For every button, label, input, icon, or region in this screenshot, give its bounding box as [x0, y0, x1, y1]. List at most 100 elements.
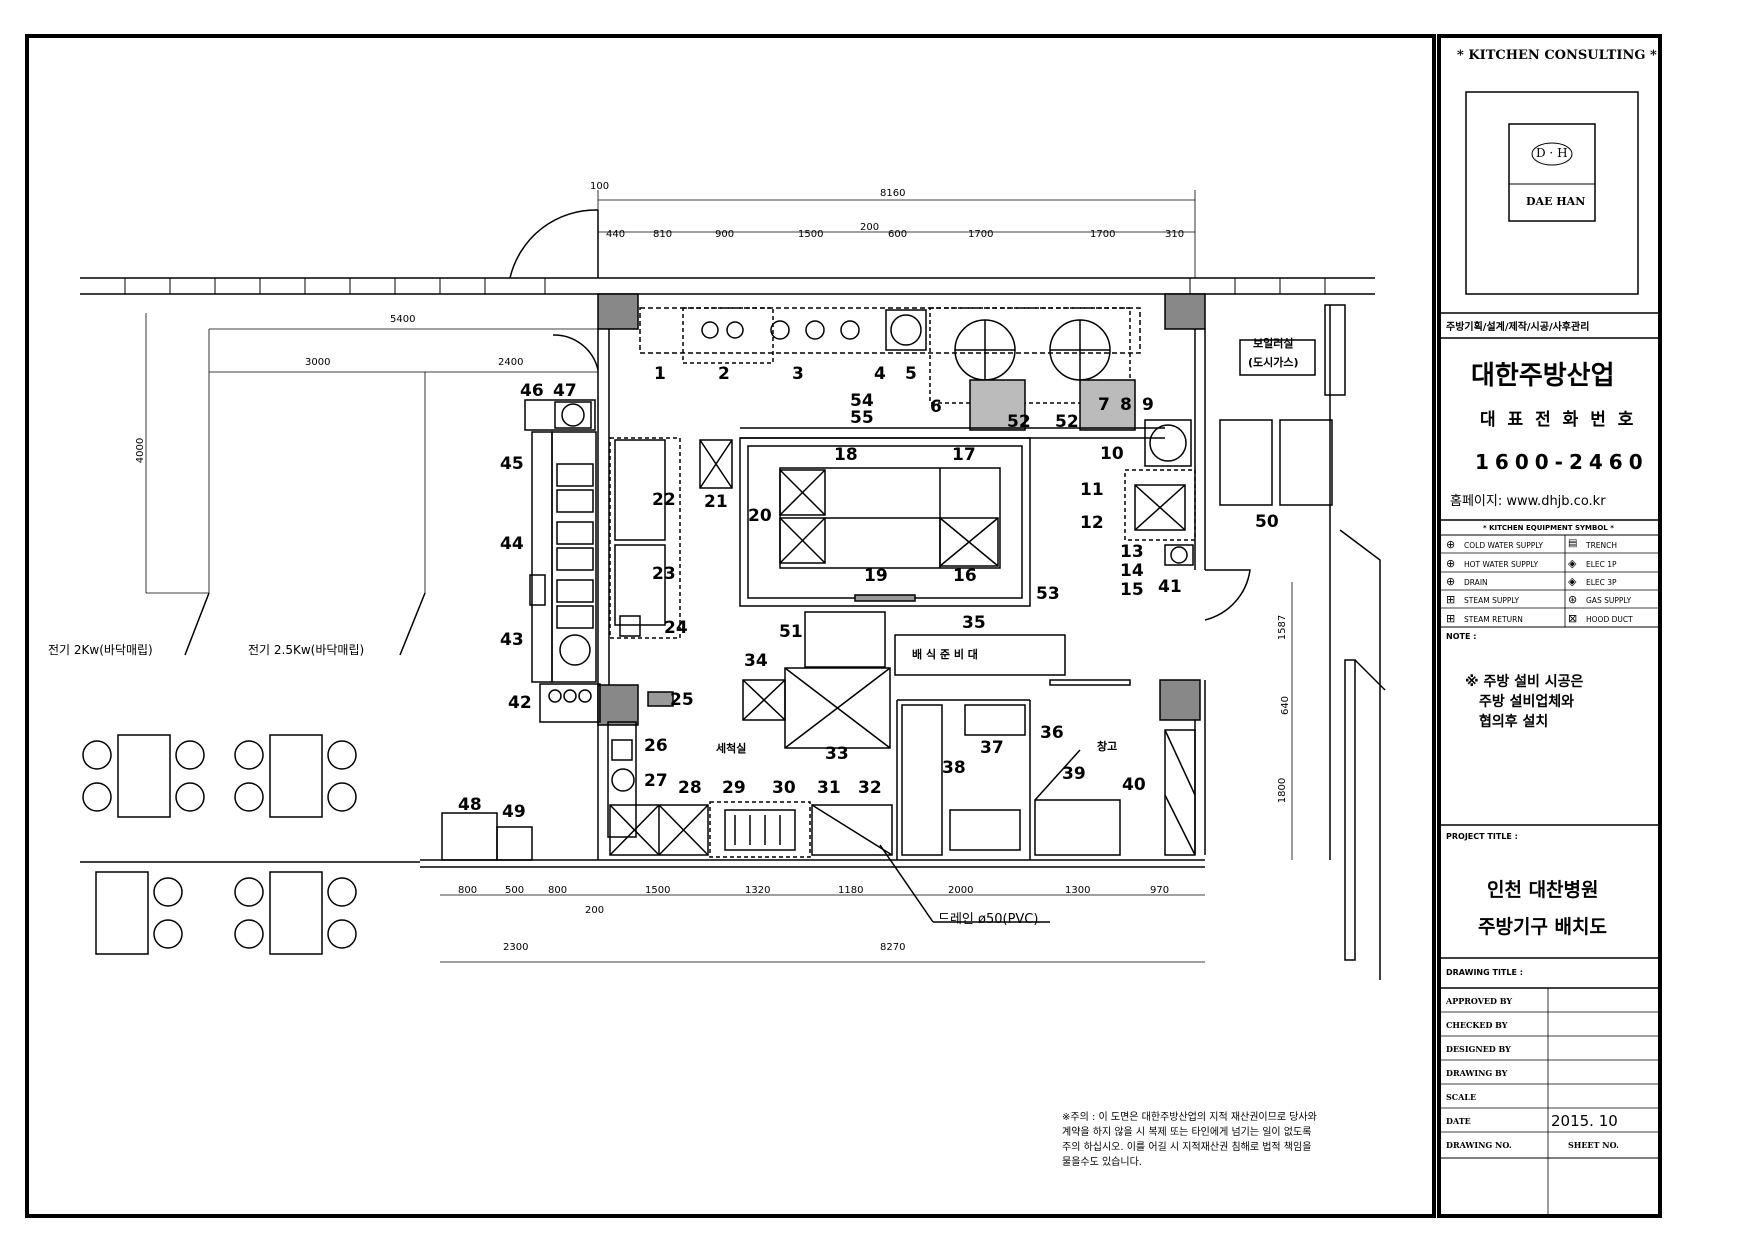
phone-label: 대 표 전 화 번 호: [1480, 410, 1637, 430]
dim-label: 4000: [135, 437, 147, 464]
symbol-label: HOT WATER SUPPLY: [1464, 560, 1539, 569]
dim-label: 800: [458, 885, 478, 896]
scale-label: SCALE: [1446, 1092, 1477, 1102]
dim-label: 1180: [838, 885, 864, 896]
dim-label: 200: [585, 905, 605, 916]
item-number: 4: [874, 364, 886, 384]
note-line: ※ 주방 설비 시공은: [1465, 674, 1584, 690]
notice-line: 주의 하십시오. 이를 어길 시 지적재산권 침해로 법적 책임을: [1062, 1142, 1312, 1153]
symbol-label: DRAIN: [1464, 578, 1488, 587]
item-number: 55: [850, 408, 874, 428]
trench-icon: ▤: [1568, 538, 1578, 549]
storage-label: 창고: [1097, 740, 1118, 753]
cross-circle-icon: ⊕: [1446, 538, 1456, 551]
dim-label: 8270: [880, 942, 906, 953]
approved-by-label: APPROVED BY: [1446, 996, 1513, 1006]
item-number: 32: [858, 778, 882, 798]
checked-by-label: CHECKED BY: [1446, 1020, 1508, 1030]
dim-label: 5400: [390, 314, 416, 325]
drawing-title-label: DRAWING TITLE :: [1446, 968, 1523, 977]
dim-label: 2300: [503, 942, 529, 953]
item-number: 27: [644, 771, 668, 791]
item-number: 31: [817, 778, 841, 798]
item-number: 21: [704, 492, 728, 512]
item-number: 7: [1098, 395, 1110, 415]
item-number: 15: [1120, 580, 1144, 600]
item-number: 24: [664, 618, 688, 638]
item-number: 20: [748, 506, 772, 526]
item-number: 30: [772, 778, 796, 798]
dim-label: 810: [653, 229, 673, 240]
item-number: 45: [500, 454, 524, 474]
note-label: NOTE :: [1446, 632, 1477, 641]
notice-line: 계약을 하지 않을 시 복제 또는 타인에게 넘기는 일이 없도록: [1062, 1127, 1312, 1138]
dim-label: 1500: [798, 229, 824, 240]
item-number: 14: [1120, 561, 1144, 581]
notice-line: ※주의 : 이 도면은 대한주방산업의 지적 재산권이므로 당사와: [1062, 1112, 1317, 1123]
square-cross-icon: ⊞: [1446, 593, 1456, 606]
item-number: 22: [652, 490, 676, 510]
item-number: 26: [644, 736, 668, 756]
item-number: 38: [942, 758, 966, 778]
cross-circle-icon: ⊕: [1446, 557, 1456, 570]
notice-line: 물을수도 있습니다.: [1062, 1157, 1142, 1168]
cross-circle-icon: ⊕: [1446, 575, 1456, 588]
box-x-icon: ⊠: [1568, 612, 1578, 625]
item-number: 19: [864, 566, 888, 586]
item-number: 48: [458, 795, 482, 815]
designed-by-label: DESIGNED BY: [1446, 1044, 1511, 1054]
symbol-label: STEAM SUPPLY: [1464, 596, 1520, 605]
item-number: 49: [502, 802, 526, 822]
item-number: 42: [508, 693, 532, 713]
item-number: 16: [953, 566, 977, 586]
dim-label: 1800: [1277, 777, 1289, 804]
counter-label: 배 식 준 비 대: [912, 648, 978, 661]
item-number: 5: [905, 364, 917, 384]
dim-label: 200: [860, 222, 880, 233]
item-number: 40: [1122, 775, 1146, 795]
dim-label: 800: [548, 885, 568, 896]
dim-label: 500: [505, 885, 525, 896]
dim-label: 640: [1280, 695, 1292, 716]
dim-label: 1700: [1090, 229, 1116, 240]
item-number: 46: [520, 381, 544, 401]
note-text: ※ 주방 설비 시공은 주방 설비업체와 협의후 설치: [1465, 672, 1583, 732]
item-number: 35: [962, 613, 986, 633]
homepage: 홈페이지: www.dhjb.co.kr: [1450, 494, 1606, 509]
symbol-label: TRENCH: [1586, 541, 1618, 550]
item-number: 9: [1142, 395, 1154, 415]
company-name: 대한주방산업: [1471, 361, 1615, 391]
item-number: 28: [678, 778, 702, 798]
dim-label: 1500: [645, 885, 671, 896]
item-number: 11: [1080, 480, 1104, 500]
title-block-border: [1437, 34, 1662, 1218]
project-title-line: 인천 대찬병원: [1487, 879, 1599, 901]
dim-label: 2400: [498, 357, 524, 368]
item-number: 52: [1055, 412, 1079, 432]
item-number: 13: [1120, 542, 1144, 562]
drawing-no-label: DRAWING NO.: [1446, 1140, 1512, 1150]
item-number: 54: [850, 391, 874, 411]
item-number: 50: [1255, 512, 1279, 532]
dim-label: 100: [590, 181, 610, 192]
date-value: 2015. 10: [1551, 1112, 1618, 1130]
services-line: 주방기획/설계/제작/시공/사후관리: [1446, 322, 1590, 333]
item-number: 44: [500, 534, 524, 554]
project-title-line: 주방기구 배치도: [1478, 916, 1607, 938]
symbol-label: ELEC 3P: [1586, 578, 1617, 587]
dim-label: 1320: [745, 885, 771, 896]
item-number: 1: [654, 364, 666, 384]
item-number: 25: [670, 690, 694, 710]
symbol-label: COLD WATER SUPPLY: [1464, 541, 1544, 550]
dim-label: 8160: [880, 188, 906, 199]
date-label: DATE: [1446, 1116, 1471, 1126]
item-number: 6: [930, 397, 942, 417]
item-number: 29: [722, 778, 746, 798]
diamond-icon: ◈: [1568, 557, 1577, 570]
dim-label: 1587: [1277, 614, 1289, 641]
item-number: 52: [1007, 412, 1031, 432]
item-number: 17: [952, 445, 976, 465]
item-number: 8: [1120, 395, 1132, 415]
kitchen-consulting-header: * KITCHEN CONSULTING *: [1457, 48, 1657, 63]
item-number: 23: [652, 564, 676, 584]
